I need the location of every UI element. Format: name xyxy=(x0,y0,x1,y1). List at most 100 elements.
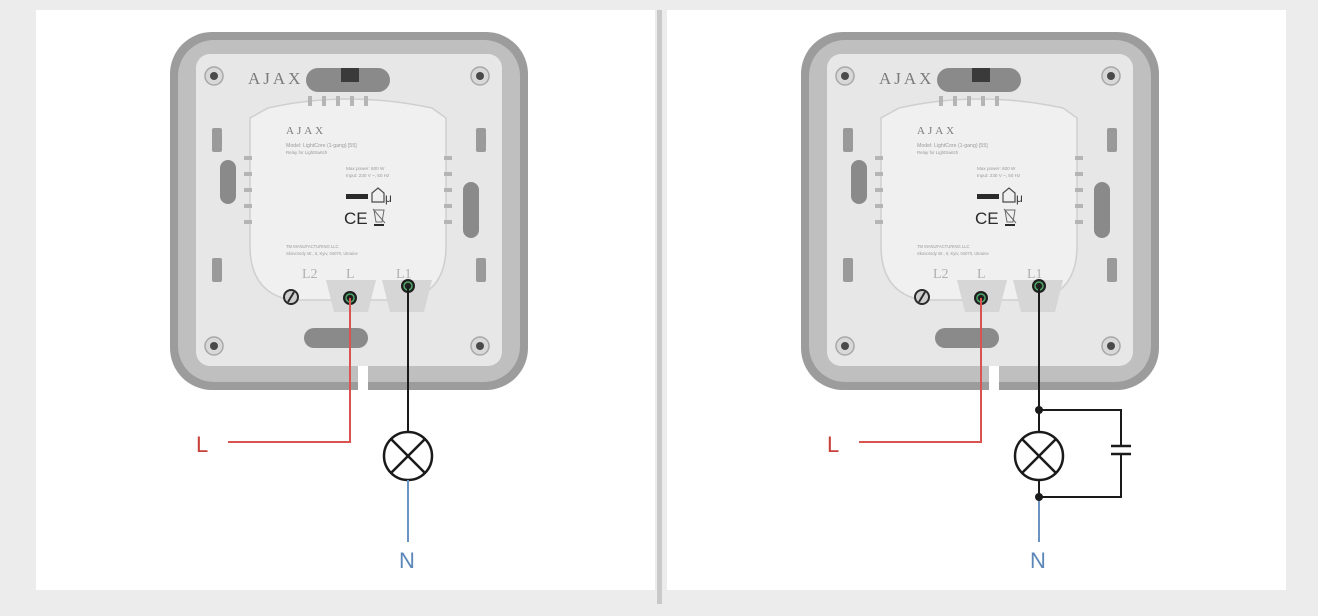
side-slot xyxy=(843,128,853,152)
module-pin xyxy=(875,156,883,160)
module-pin xyxy=(875,172,883,176)
module-pin xyxy=(1075,172,1083,176)
module-pin xyxy=(875,204,883,208)
module-pin xyxy=(995,96,999,106)
weee-cross xyxy=(1003,208,1017,224)
weee-bin-icon xyxy=(373,209,385,223)
top-clip-latch xyxy=(972,68,990,82)
dc-symbol-icon xyxy=(977,194,999,199)
plate-brand-logo: AJAX xyxy=(248,69,303,88)
indoor-use-icon xyxy=(1002,187,1016,203)
device-back-view: AJAX AJAX Model: LightCore (1-gang) [55]Re… xyxy=(801,32,1159,394)
corner-screw-hole-center xyxy=(210,72,218,80)
side-mount-hole xyxy=(220,160,236,204)
module-pin xyxy=(1075,220,1083,224)
relay-module-body xyxy=(249,98,447,301)
module-pin xyxy=(967,96,971,106)
module-pin xyxy=(308,96,312,106)
module-pin xyxy=(244,172,252,176)
frame-notch xyxy=(358,366,368,394)
module-max-power: Max power: 600 W xyxy=(346,166,385,171)
neutral-wire-label: N xyxy=(399,548,415,573)
module-input: Input: 230 V ~, 50 Hz xyxy=(977,173,1021,178)
relay-module-body xyxy=(880,98,1078,301)
side-slot xyxy=(476,258,486,282)
module-max-power: Max power: 600 W xyxy=(977,166,1016,171)
weee-bar xyxy=(374,224,384,226)
module-pin xyxy=(939,96,943,106)
side-mount-hole xyxy=(463,182,479,238)
wiring-diagram: AJAX AJAX Model: LightCore (1-gang) [55]Re… xyxy=(170,32,528,573)
weee-cross xyxy=(372,208,386,224)
module-pin xyxy=(350,96,354,106)
module-input: Input: 230 V ~, 50 Hz xyxy=(346,173,390,178)
live-wire xyxy=(859,298,982,443)
module-brand: AJAX xyxy=(286,125,326,137)
wire-junction-dot xyxy=(1035,493,1043,501)
live-wire-label: L xyxy=(196,432,208,457)
terminal-label-l1: L1 xyxy=(396,267,412,282)
side-slot xyxy=(1107,258,1117,282)
module-pin xyxy=(875,188,883,192)
terminal-label-l2: L2 xyxy=(933,267,949,282)
module-subtitle: Relay for LightSwitch xyxy=(286,150,328,155)
neutral-wire-label: N xyxy=(1030,548,1046,573)
module-pin xyxy=(244,188,252,192)
corner-screw-hole-center xyxy=(476,72,484,80)
module-pin xyxy=(1075,188,1083,192)
weee-bar xyxy=(1005,224,1015,226)
module-brand: AJAX xyxy=(917,125,957,137)
corner-screw-hole-center xyxy=(841,72,849,80)
ce-mark-icon: CE xyxy=(975,209,999,228)
module-model: Model: LightCore (1-gang) [55] xyxy=(286,143,357,149)
device-back-view: AJAX AJAX Model: LightCore (1-gang) [55]Re… xyxy=(170,32,528,394)
side-slot xyxy=(476,128,486,152)
weee-bin-icon xyxy=(1004,209,1016,223)
dc-symbol-icon xyxy=(346,194,368,199)
module-pin xyxy=(953,96,957,106)
capacitor-branch-bottom xyxy=(1039,454,1122,498)
indoor-use-icon xyxy=(371,187,385,203)
side-slot xyxy=(843,258,853,282)
side-mount-hole xyxy=(1094,182,1110,238)
module-pin xyxy=(444,204,452,208)
terminal-label-l1: L1 xyxy=(1027,267,1043,282)
module-pin xyxy=(244,156,252,160)
plate-brand-logo: AJAX xyxy=(879,69,934,88)
corner-screw-hole-center xyxy=(1107,72,1115,80)
ce-mark-icon: CE xyxy=(344,209,368,228)
corner-screw-hole-center xyxy=(210,342,218,350)
module-pin xyxy=(444,188,452,192)
diagram-panel-without-capacitor: AJAX AJAX Model: LightCore (1-gang) [55]Re… xyxy=(36,10,655,590)
mu-mark: μ xyxy=(1016,191,1023,205)
module-pin xyxy=(1075,204,1083,208)
module-manufacturer-1: TM MANUFACTURING LLC xyxy=(286,244,339,249)
module-pin xyxy=(244,220,252,224)
bottom-clip-hole xyxy=(304,328,368,348)
module-pin xyxy=(875,220,883,224)
side-slot xyxy=(212,258,222,282)
terminal-label-l: L xyxy=(346,267,355,282)
bottom-clip-hole xyxy=(935,328,999,348)
module-pin xyxy=(244,204,252,208)
module-model: Model: LightCore (1-gang) [55] xyxy=(917,143,988,149)
corner-screw-hole-center xyxy=(476,342,484,350)
module-subtitle: Relay for LightSwitch xyxy=(917,150,959,155)
terminal-label-l2: L2 xyxy=(302,267,318,282)
terminal-label-l: L xyxy=(977,267,986,282)
corner-screw-hole-center xyxy=(1107,342,1115,350)
top-clip-latch xyxy=(341,68,359,82)
wire-junction-dot xyxy=(1035,406,1043,414)
module-pin xyxy=(981,96,985,106)
mu-mark: μ xyxy=(385,191,392,205)
module-manufacturer-1: TM MANUFACTURING LLC xyxy=(917,244,970,249)
module-pin xyxy=(444,156,452,160)
side-mount-hole xyxy=(851,160,867,204)
screw-slot xyxy=(918,291,926,303)
module-pin xyxy=(336,96,340,106)
side-slot xyxy=(212,128,222,152)
live-wire xyxy=(228,298,351,443)
capacitor-branch-top xyxy=(1039,409,1122,446)
wiring-diagram: AJAX AJAX Model: LightCore (1-gang) [55]Re… xyxy=(801,32,1159,573)
module-manufacturer-2: Skovorody str., 5, Kyiv, 04070, Ukraine xyxy=(286,251,359,256)
